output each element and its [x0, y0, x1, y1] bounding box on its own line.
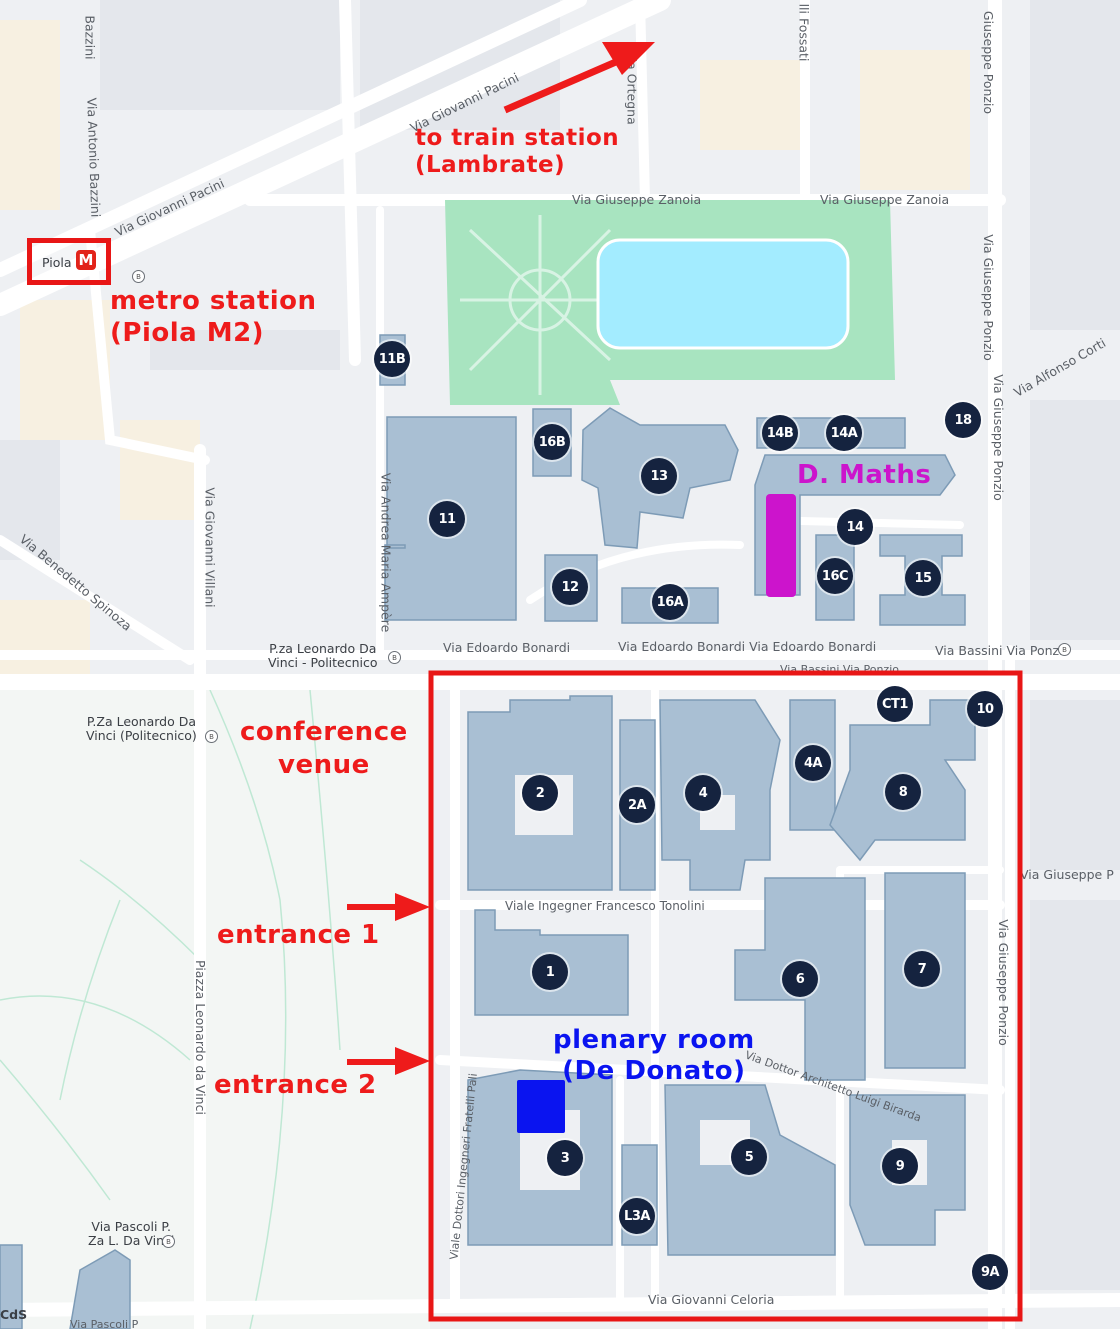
poi-pza-leonardo-politecnico-top[interactable]: P.za Leonardo Da Vinci - Politecnico: [268, 641, 378, 670]
bus-stop-icon[interactable]: B: [388, 651, 401, 664]
building-marker-9A[interactable]: 9A: [972, 1254, 1008, 1290]
street-via-giuseppe-p-right: Via Giuseppe P: [1020, 867, 1114, 882]
street-via-andrea-maria-ampere: Via Andrea Maria Ampère: [378, 472, 394, 633]
street-via-giuseppe-ponzio-mid: Via Giuseppe Ponzio: [980, 234, 996, 361]
bus-stop-icon[interactable]: B: [162, 1235, 175, 1248]
bus-stop-icon[interactable]: B: [132, 270, 145, 283]
metro-station-highlight: [27, 238, 111, 285]
annotation-plenary-room: plenary room (De Donato): [553, 1025, 755, 1086]
street-viale-tonolini: Viale Ingegner Francesco Tonolini: [505, 899, 705, 913]
building-marker-13[interactable]: 13: [641, 458, 677, 494]
street-piazza-leonardo-da-vinci: Piazza Leonardo da Vinci: [192, 960, 208, 1115]
building-marker-14B[interactable]: 14B: [762, 415, 798, 451]
building-marker-16C[interactable]: 16C: [817, 558, 853, 594]
building-marker-4[interactable]: 4: [685, 775, 721, 811]
building-marker-16B[interactable]: 16B: [534, 424, 570, 460]
park-paths: [0, 689, 341, 1329]
bus-stop-icon[interactable]: B: [1058, 643, 1071, 656]
street-via-edoardo-bonardi-a: Via Edoardo Bonardi: [443, 640, 571, 655]
annotation-entrance-1: entrance 1: [217, 920, 380, 950]
poi-piola[interactable]: Piola: [42, 255, 72, 270]
building-marker-8[interactable]: 8: [885, 774, 921, 810]
building-marker-L3A[interactable]: L3A: [619, 1198, 655, 1234]
street-via-pascoli-bottom: Via Pascoli P: [70, 1318, 139, 1329]
building-marker-2A[interactable]: 2A: [619, 787, 655, 823]
building-marker-3[interactable]: 3: [547, 1140, 583, 1176]
poi-pza-leonardo-politecnico-left[interactable]: P.Za Leonardo Da Vinci (Politecnico): [86, 714, 197, 743]
building-marker-9[interactable]: 9: [882, 1148, 918, 1184]
street-via-giovanni-celoria: Via Giovanni Celoria: [648, 1292, 775, 1307]
street-via-bassini-via-ponzio-b: Via Bassini Via Ponzio: [780, 663, 899, 676]
building-marker-1[interactable]: 1: [532, 954, 568, 990]
poi-cds[interactable]: CdS: [0, 1307, 28, 1322]
building-marker-10[interactable]: 10: [967, 691, 1003, 727]
annotation-metro-station: metro station (Piola M2): [110, 286, 317, 348]
building-marker-14A[interactable]: 14A: [826, 415, 862, 451]
annotation-entrance-2: entrance 2: [214, 1070, 377, 1100]
street-via-edoardo-bonardi-b: Via Edoardo Bonardi Via Edoardo Bonardi: [618, 639, 877, 654]
annotation-to-train-station: to train station (Lambrate): [415, 125, 620, 178]
street-giuseppe-ponzio-top: Giuseppe Ponzio: [981, 10, 997, 115]
street-via-giuseppe-ponzio-lower: Via Giuseppe Ponzio: [995, 919, 1011, 1046]
building-marker-14[interactable]: 14: [837, 509, 873, 545]
building-marker-18[interactable]: 18: [945, 402, 981, 438]
building-marker-2[interactable]: 2: [522, 775, 558, 811]
annotation-d-maths: D. Maths: [797, 460, 932, 490]
street-via-fossati: lli Fossati: [796, 3, 812, 62]
building-marker-15[interactable]: 15: [905, 560, 941, 596]
building-marker-7[interactable]: 7: [904, 951, 940, 987]
street-via-ortegna: Via Ortegna: [624, 50, 640, 125]
metro-icon[interactable]: M: [76, 250, 96, 270]
street-via-giuseppe-zanoia-a: Via Giuseppe Zanoia: [572, 192, 702, 207]
pool: [596, 238, 850, 350]
bus-stop-icon[interactable]: B: [205, 730, 218, 743]
building-marker-CT1[interactable]: CT1: [877, 686, 913, 722]
building-marker-6[interactable]: 6: [782, 961, 818, 997]
street-via-giuseppe-ponzio-mid2: Via Giuseppe Ponzio: [990, 374, 1006, 501]
building-marker-11[interactable]: 11: [429, 501, 465, 537]
building-marker-4A[interactable]: 4A: [795, 745, 831, 781]
building-marker-16A[interactable]: 16A: [652, 584, 688, 620]
building-marker-12[interactable]: 12: [552, 569, 588, 605]
street-via-bassini-via-ponzio: Via Bassini Via Ponzio: [935, 643, 1071, 658]
street-via-giuseppe-zanoia-b: Via Giuseppe Zanoia: [820, 192, 950, 207]
street-bazzini-top: Bazzini: [82, 15, 98, 60]
annotation-conference-venue: conference venue: [240, 717, 408, 780]
building-marker-5[interactable]: 5: [731, 1139, 767, 1175]
building-marker-11B[interactable]: 11B: [374, 341, 410, 377]
street-via-giovanni-villani: Via Giovanni Villani: [202, 487, 218, 608]
